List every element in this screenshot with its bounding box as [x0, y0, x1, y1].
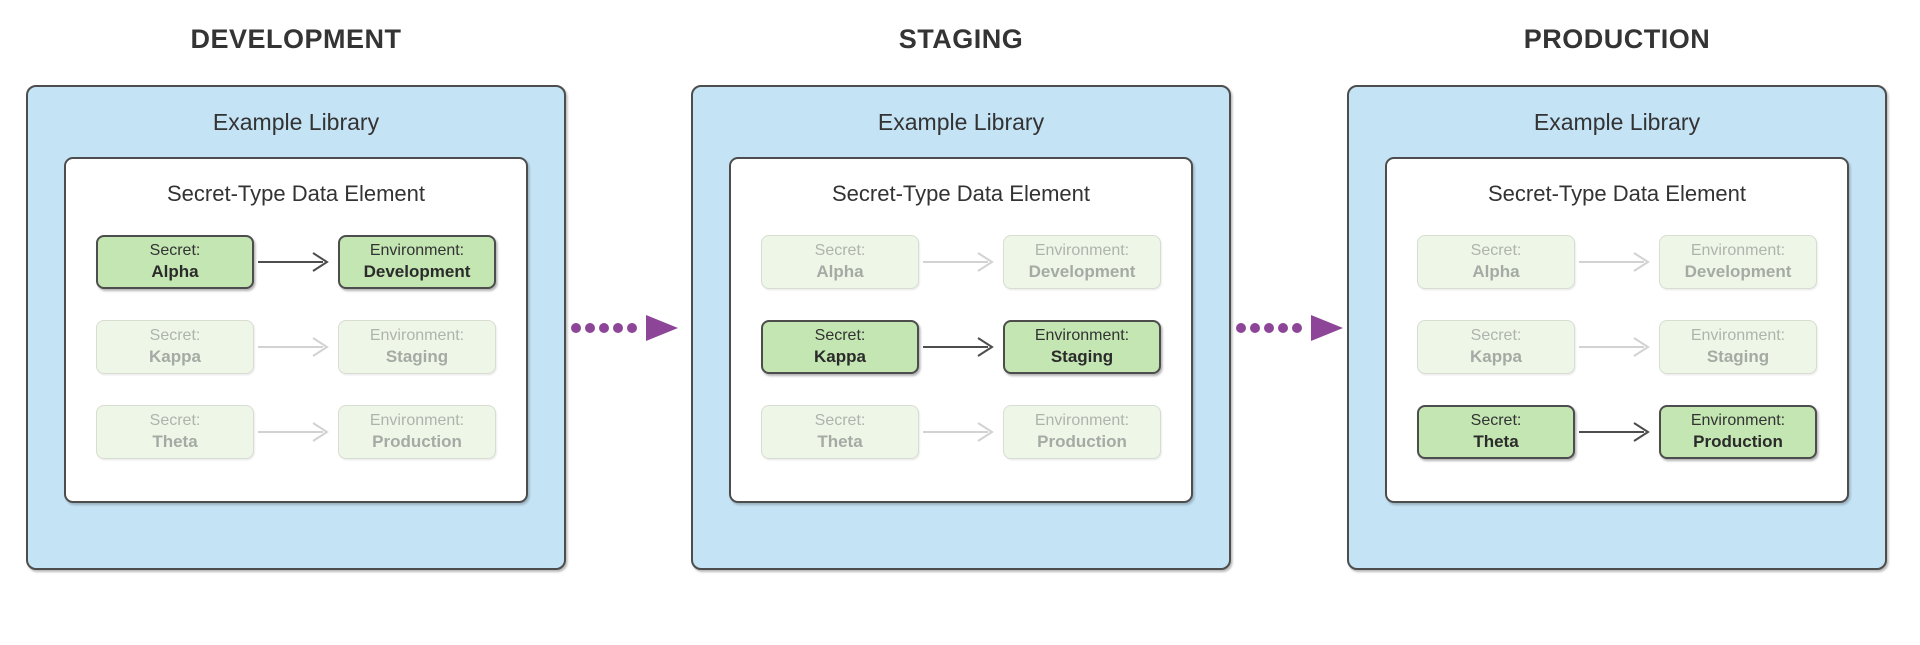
environment-node-name: Staging — [1706, 347, 1770, 367]
environment-node-label: Environment: — [1690, 241, 1786, 259]
secret-node-name: Theta — [817, 432, 863, 452]
environment-node-name: Development — [1028, 262, 1136, 282]
library-panel: Example Library Secret-Type Data Element… — [26, 85, 566, 570]
stage-column-staging: STAGING Example Library Secret-Type Data… — [691, 0, 1231, 645]
secret-element-box: Secret-Type Data Element Secret: Alpha E… — [1385, 157, 1849, 503]
environment-node: Environment: Production — [1659, 405, 1817, 459]
environment-node-label: Environment: — [369, 241, 465, 259]
mapping-arrow-icon — [1579, 337, 1650, 357]
mapping-arrow-icon — [923, 422, 994, 442]
secret-element-title: Secret-Type Data Element — [166, 181, 425, 206]
secret-node-name: Theta — [1473, 432, 1519, 452]
secret-node-label: Secret: — [149, 411, 201, 429]
mapping-arrow-icon — [258, 337, 329, 357]
secret-node: Secret: Kappa — [1417, 320, 1575, 374]
environment-node-name: Staging — [385, 347, 449, 367]
mapping-row: Secret: Alpha Environment: Development — [96, 235, 496, 289]
secret-node-name: Alpha — [151, 262, 199, 282]
stage-column-production: PRODUCTION Example Library Secret-Type D… — [1347, 0, 1887, 645]
mapping-arrow-icon — [923, 337, 994, 357]
environment-node: Environment: Development — [338, 235, 496, 289]
environment-node: Environment: Staging — [1659, 320, 1817, 374]
promotion-arrow-icon — [571, 315, 678, 341]
environment-node: Environment: Staging — [1003, 320, 1161, 374]
environment-node-name: Development — [363, 262, 471, 282]
library-panel: Example Library Secret-Type Data Element… — [691, 85, 1231, 570]
environment-node-name: Development — [1684, 262, 1792, 282]
secret-node-label: Secret: — [149, 241, 201, 259]
library-title: Example Library — [1533, 109, 1701, 135]
stage-column-development: DEVELOPMENT Example Library Secret-Type … — [26, 0, 566, 645]
secret-element-box: Secret-Type Data Element Secret: Alpha E… — [729, 157, 1193, 503]
mapping-row: Secret: Kappa Environment: Staging — [1417, 320, 1817, 374]
secret-node-label: Secret: — [814, 411, 866, 429]
library-title: Example Library — [212, 109, 380, 135]
secret-node-label: Secret: — [149, 326, 201, 344]
secret-node-label: Secret: — [814, 241, 866, 259]
secret-node: Secret: Theta — [96, 405, 254, 459]
mapping-row: Secret: Theta Environment: Production — [1417, 405, 1817, 459]
environment-node: Environment: Staging — [338, 320, 496, 374]
mapping-arrow-icon — [1579, 422, 1650, 442]
mapping-row: Secret: Kappa Environment: Staging — [761, 320, 1161, 374]
secret-node: Secret: Alpha — [96, 235, 254, 289]
secret-node-name: Alpha — [1472, 262, 1520, 282]
mapping-arrow-icon — [258, 422, 329, 442]
mapping-arrow-icon — [258, 252, 329, 272]
environment-node: Environment: Development — [1659, 235, 1817, 289]
secret-node-label: Secret: — [1470, 241, 1522, 259]
environment-node-name: Production — [372, 432, 462, 452]
environment-node-label: Environment: — [1690, 411, 1786, 429]
mapping-rows: Secret: Alpha Environment: Development — [761, 235, 1161, 459]
stage-title: STAGING — [898, 24, 1024, 54]
environment-node-label: Environment: — [369, 411, 465, 429]
secret-node-name: Kappa — [814, 347, 866, 367]
mapping-row: Secret: Alpha Environment: Development — [761, 235, 1161, 289]
secret-node-name: Theta — [152, 432, 198, 452]
mapping-arrow-icon — [1579, 252, 1650, 272]
library-title: Example Library — [877, 109, 1045, 135]
secret-element-title: Secret-Type Data Element — [1487, 181, 1746, 206]
secret-node: Secret: Alpha — [761, 235, 919, 289]
secret-node: Secret: Alpha — [1417, 235, 1575, 289]
environment-node-label: Environment: — [1034, 326, 1130, 344]
mapping-row: Secret: Alpha Environment: Development — [1417, 235, 1817, 289]
mapping-row: Secret: Theta Environment: Production — [96, 405, 496, 459]
mapping-rows: Secret: Alpha Environment: Development — [1417, 235, 1817, 459]
secret-element-box: Secret-Type Data Element Secret: Alpha E… — [64, 157, 528, 503]
secret-node: Secret: Kappa — [96, 320, 254, 374]
secret-node: Secret: Kappa — [761, 320, 919, 374]
secret-node-label: Secret: — [1470, 326, 1522, 344]
environment-node: Environment: Production — [338, 405, 496, 459]
mapping-row: Secret: Kappa Environment: Staging — [96, 320, 496, 374]
secret-node: Secret: Theta — [761, 405, 919, 459]
environment-node-label: Environment: — [369, 326, 465, 344]
environment-node-label: Environment: — [1034, 411, 1130, 429]
secret-node-name: Kappa — [1470, 347, 1522, 367]
environment-node-name: Staging — [1050, 347, 1114, 367]
mapping-row: Secret: Theta Environment: Production — [761, 405, 1161, 459]
secret-node-label: Secret: — [1470, 411, 1522, 429]
secret-node: Secret: Theta — [1417, 405, 1575, 459]
stage-title: DEVELOPMENT — [190, 24, 402, 54]
mapping-rows: Secret: Alpha Environment: Development — [96, 235, 496, 459]
environment-node-label: Environment: — [1690, 326, 1786, 344]
library-panel: Example Library Secret-Type Data Element… — [1347, 85, 1887, 570]
environment-node-label: Environment: — [1034, 241, 1130, 259]
environment-node: Environment: Production — [1003, 405, 1161, 459]
secret-node-label: Secret: — [814, 326, 866, 344]
environment-node-name: Production — [1693, 432, 1783, 452]
secret-element-title: Secret-Type Data Element — [831, 181, 1090, 206]
environment-node: Environment: Development — [1003, 235, 1161, 289]
secret-node-name: Kappa — [149, 347, 201, 367]
stage-title: PRODUCTION — [1523, 24, 1711, 54]
mapping-arrow-icon — [923, 252, 994, 272]
secret-node-name: Alpha — [816, 262, 864, 282]
environment-node-name: Production — [1037, 432, 1127, 452]
promotion-arrow-icon — [1236, 315, 1343, 341]
